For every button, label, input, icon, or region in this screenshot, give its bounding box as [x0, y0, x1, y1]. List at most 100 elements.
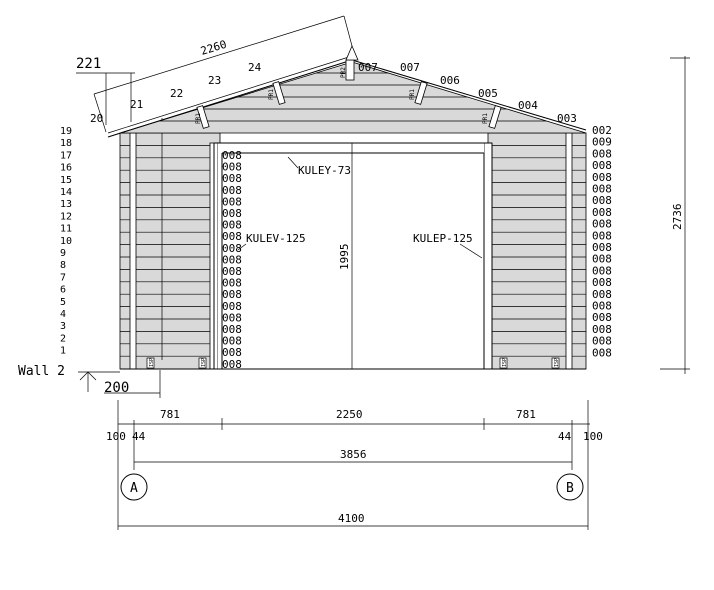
foot-plates: ISP ISP ISP ISP	[146, 357, 560, 369]
total-height-value: 2736	[671, 204, 684, 231]
row-number: 9	[60, 248, 66, 259]
board-code: 008	[222, 277, 242, 290]
board-code: 008	[592, 147, 612, 160]
board-code: 008	[222, 300, 242, 313]
total-height-dimension: 2736	[660, 56, 690, 374]
board-code: 008	[592, 311, 612, 324]
board-code: 008	[592, 241, 612, 254]
rafter-labels: PR1 PR1 PR2 PR1 PR1	[195, 67, 489, 124]
board-code: 008	[222, 335, 242, 348]
overall-width-value: 4100	[338, 512, 365, 525]
board-code: 008	[222, 323, 242, 336]
door-opening	[213, 142, 493, 370]
roof-board-label: 21	[130, 98, 143, 111]
row-number: 18	[60, 138, 72, 149]
board-code: 008	[222, 161, 242, 174]
board-code: 008	[592, 171, 612, 184]
board-code: 008	[592, 194, 612, 207]
roof-board-label: 24	[248, 61, 262, 74]
left-overhang-value: 100	[106, 430, 126, 443]
board-code: 008	[592, 264, 612, 277]
board-code: 008	[592, 276, 612, 289]
axis-marker-b	[556, 473, 584, 501]
board-code: 008	[592, 218, 612, 231]
eave-offset-dimension: 221	[76, 56, 135, 125]
ridge-label: 007	[358, 61, 378, 74]
board-code: 009	[592, 136, 612, 149]
roof-board-label: 22	[170, 87, 183, 100]
left-jamb-label: KULEV-125	[246, 232, 306, 245]
foot-label: ISP	[149, 358, 155, 367]
left-wall-section	[119, 118, 221, 370]
board-code: 008	[222, 288, 242, 301]
board-code: 008	[222, 311, 242, 324]
board-code: 002	[592, 124, 612, 137]
row-number: 1	[60, 346, 66, 357]
base-offset-value: 200	[104, 380, 129, 396]
roof-board-label-right: 005	[478, 87, 498, 100]
rafter-label: PR1	[195, 113, 202, 124]
board-code: 008	[592, 346, 612, 359]
board-codes-left-of-door: 0080080080080080080080080080080080080080…	[222, 149, 242, 371]
row-number: 16	[60, 163, 72, 174]
row-number: 19	[60, 126, 72, 137]
board-code: 008	[222, 195, 242, 208]
row-number: 17	[60, 150, 72, 161]
rafter-label: PR2	[340, 67, 347, 78]
roof-board-label-right: 003	[557, 112, 577, 125]
roof-slope-value: 2260	[199, 38, 228, 58]
axis-label-b: B	[566, 481, 574, 496]
row-number: 14	[60, 187, 72, 198]
axis-label-a: A	[130, 481, 138, 496]
roof-board-label-right: 006	[440, 74, 460, 87]
board-code: 008	[222, 172, 242, 185]
roof-board-label-right: 004	[518, 99, 538, 112]
wall-label: Wall 2	[18, 364, 65, 379]
board-code: 008	[592, 229, 612, 242]
door-width-value: 2250	[336, 408, 363, 421]
foot-label: ISP	[502, 358, 508, 367]
right-wall-section	[483, 132, 587, 370]
right-overhang-value: 100	[583, 430, 603, 443]
board-code: 008	[222, 358, 242, 371]
foot-label: ISP	[554, 358, 560, 367]
board-code: 008	[592, 323, 612, 336]
rafter-label: PR1	[268, 89, 275, 100]
row-number: 3	[60, 321, 66, 332]
door-height-dimension: 1995	[338, 143, 366, 370]
board-code: 008	[592, 159, 612, 172]
board-code: 008	[592, 206, 612, 219]
board-code: 008	[222, 253, 242, 266]
axis-markers: A B	[120, 473, 584, 501]
row-number: 15	[60, 175, 72, 186]
row-number: 2	[60, 333, 66, 344]
board-code: 008	[222, 265, 242, 278]
row-number: 5	[60, 297, 66, 308]
row-number: 11	[60, 224, 72, 235]
gable	[107, 44, 587, 138]
row-number: 10	[60, 236, 72, 247]
eave-offset-value: 221	[76, 56, 101, 72]
axis-span-value: 3856	[340, 448, 367, 461]
row-number: 12	[60, 211, 72, 222]
board-code: 008	[222, 242, 242, 255]
board-code: 008	[592, 288, 612, 301]
left-section-value: 781	[160, 408, 180, 421]
row-number: 8	[60, 260, 66, 271]
rafter-label: PR1	[409, 89, 416, 100]
roof-board-label: 20	[90, 112, 103, 125]
board-code: 008	[222, 346, 242, 359]
rafter-label: PR1	[482, 113, 489, 124]
board-code: 008	[222, 230, 242, 243]
roof-board-labels: 20 21 22 23 24 007 007 006 005 004 003	[90, 61, 577, 125]
board-code: 008	[592, 335, 612, 348]
component-callouts: KULEY-73 KULEV-125 KULEP-125	[237, 156, 483, 259]
board-codes-right: 0020090080080080080080080080080080080080…	[592, 124, 612, 359]
board-code: 008	[222, 184, 242, 197]
axis-marker-a	[120, 473, 148, 501]
right-inset-value: 44	[558, 430, 572, 443]
board-code: 008	[592, 300, 612, 313]
wall-label-group: Wall 2 200	[18, 364, 161, 398]
right-section-value: 781	[516, 408, 536, 421]
